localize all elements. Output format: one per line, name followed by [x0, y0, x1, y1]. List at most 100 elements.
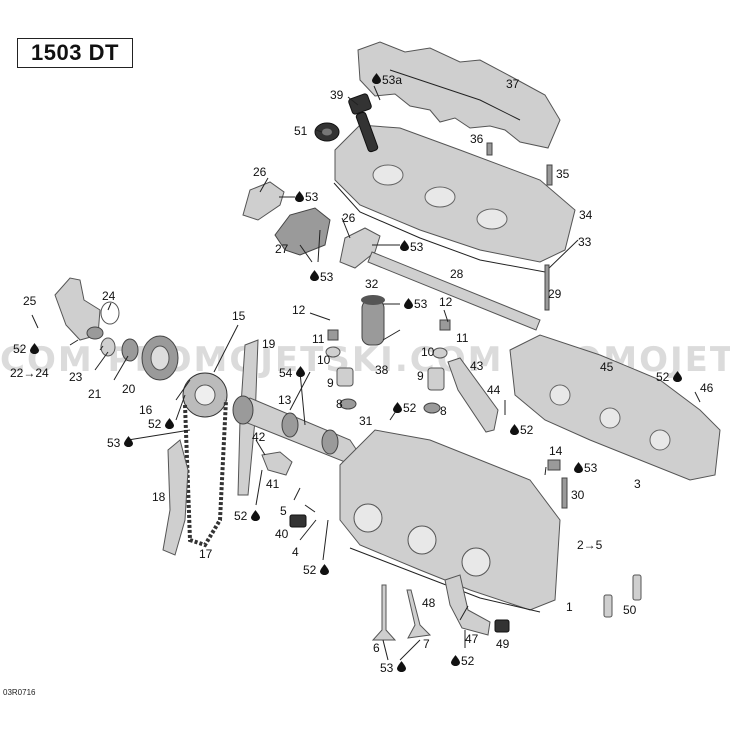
label-42: 42 — [252, 430, 266, 444]
label-7: 7 — [423, 637, 430, 651]
label-4: 4 — [292, 545, 299, 559]
oil-filler-cap — [348, 93, 372, 115]
label-46: 46 — [700, 381, 714, 395]
label-52g: 52 — [656, 370, 670, 384]
heat-shield — [357, 41, 561, 149]
label-47: 47 — [465, 632, 479, 646]
label-50: 50 — [623, 603, 637, 617]
oil-drop-icon — [295, 191, 304, 202]
label-8b: 8 — [440, 404, 447, 418]
label-1: 1 — [566, 600, 573, 614]
label-44: 44 — [487, 383, 501, 397]
label-9b: 9 — [417, 369, 424, 383]
label-21: 21 — [88, 387, 102, 401]
sensor-40 — [289, 514, 307, 528]
oil-drop-icon — [310, 270, 319, 281]
label-12b: 12 — [439, 295, 453, 309]
oil-drop-icon — [451, 655, 460, 666]
label-52c: 52 — [234, 509, 248, 523]
oil-drop-icon — [400, 240, 409, 251]
label-37: 37 — [506, 77, 520, 91]
label-52f: 52 — [520, 423, 534, 437]
ignition-coil — [361, 299, 385, 346]
label-10b: 10 — [421, 345, 435, 359]
rocker-arm-center — [274, 207, 331, 256]
label-9a: 9 — [327, 376, 334, 390]
label-8a: 8 — [336, 397, 343, 411]
oil-drop-icon — [574, 462, 583, 473]
label-26a: 26 — [253, 165, 267, 179]
label-28: 28 — [450, 267, 464, 281]
oil-drop-icon — [124, 436, 133, 447]
label-27: 27 — [275, 242, 289, 256]
oil-drop-icon — [673, 371, 682, 382]
label-24: 24 — [102, 289, 116, 303]
label-13: 13 — [278, 393, 292, 407]
label-10a: 10 — [317, 353, 331, 367]
oil-drop-icon — [165, 418, 174, 429]
rocker-arm-left — [242, 181, 285, 221]
model-title: 1503 DT — [17, 38, 133, 68]
label-52a: 52 — [13, 342, 27, 356]
lubrication-labels: 52 52 52 52 52 52 52 52 53a 53 53 53 — [10, 73, 682, 675]
bracket — [447, 357, 499, 433]
diagram-code: 03R0716 — [3, 688, 36, 697]
chain-guide-18 — [162, 439, 189, 556]
label-53-c: 53 — [410, 240, 424, 254]
label-45: 45 — [600, 360, 614, 374]
label-25: 25 — [23, 294, 37, 308]
valve-6 — [371, 584, 397, 641]
valve-cover — [334, 124, 576, 263]
label-34: 34 — [579, 208, 593, 222]
valve-cover-gasket — [333, 182, 579, 273]
leader-lines — [31, 85, 701, 661]
label-15: 15 — [232, 309, 246, 323]
label-17: 17 — [199, 547, 213, 561]
oil-drop-icon — [296, 366, 305, 377]
label-53-b: 53 — [320, 270, 334, 284]
label-38: 38 — [375, 363, 389, 377]
oil-drop-icon — [393, 402, 402, 413]
label-14: 14 — [549, 444, 563, 458]
label-18: 18 — [152, 490, 166, 504]
label-53-e: 53 — [107, 436, 121, 450]
label-53a: 53a — [382, 73, 402, 87]
label-48: 48 — [422, 596, 436, 610]
label-43: 43 — [470, 359, 484, 373]
label-26b: 26 — [342, 211, 356, 225]
label-52e: 52 — [403, 401, 417, 415]
label-53-a: 53 — [305, 190, 319, 204]
label-29: 29 — [548, 287, 562, 301]
label-49: 49 — [496, 637, 510, 651]
oil-drop-icon — [510, 424, 519, 435]
label-53-g: 53 — [380, 661, 394, 675]
label-16: 16 — [139, 403, 153, 417]
label-5: 5 — [280, 504, 287, 518]
label-3: 3 — [634, 477, 641, 491]
label-22-to-24: 22→24 — [10, 366, 49, 380]
label-6: 6 — [373, 641, 380, 655]
timing-chain — [183, 399, 228, 548]
label-32: 32 — [365, 277, 379, 291]
coolant-elbow — [444, 574, 491, 636]
oil-drop-icon — [320, 564, 329, 575]
label-11b: 11 — [456, 331, 469, 345]
label-2-to-5: 2→5 — [577, 538, 603, 552]
valve-springs-right — [423, 319, 451, 414]
valve-assembly — [54, 277, 101, 341]
valve-springs-left — [325, 329, 357, 410]
label-52h: 52 — [461, 654, 475, 668]
label-19: 19 — [262, 337, 276, 351]
label-33: 33 — [578, 235, 592, 249]
cylinder-head — [339, 429, 561, 611]
label-39: 39 — [330, 88, 344, 102]
oil-drop-icon — [397, 661, 406, 672]
label-41: 41 — [266, 477, 280, 491]
oil-drop-icon — [30, 343, 39, 354]
sensor-49 — [494, 619, 510, 633]
label-51: 51 — [294, 124, 308, 138]
label-53-f: 53 — [584, 461, 598, 475]
label-35: 35 — [556, 167, 570, 181]
label-52d: 52 — [303, 563, 317, 577]
